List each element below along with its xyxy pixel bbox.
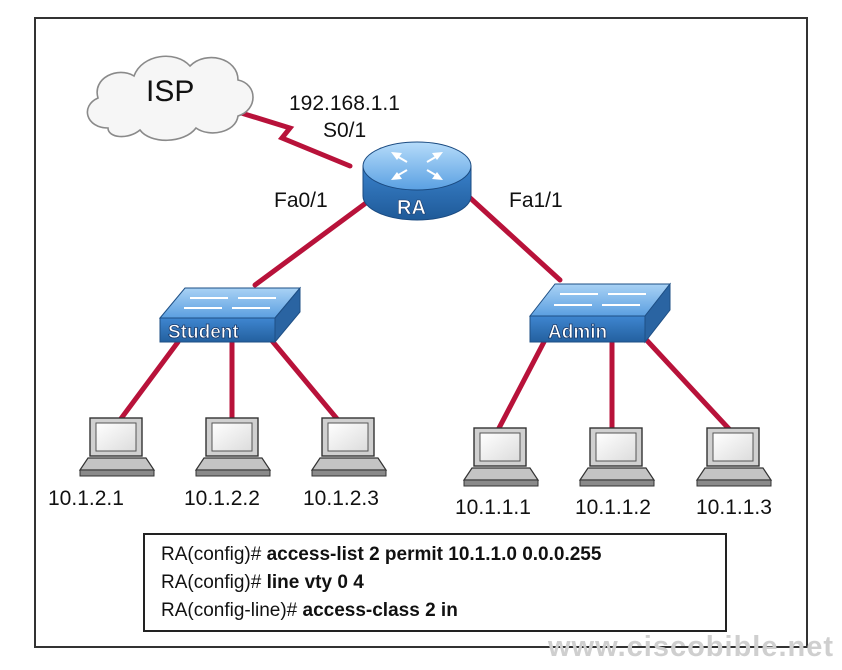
switch-admin-label: Admin	[548, 322, 607, 343]
router-ra: RA	[362, 141, 472, 221]
link-admin-host3	[637, 330, 733, 433]
interface-left-label: Fa0/1	[274, 189, 328, 212]
computer-icon	[462, 427, 540, 487]
isp-label: ISP	[146, 75, 194, 108]
host-pc: 10.1.1.3	[695, 427, 773, 519]
link-ra-student	[252, 197, 373, 288]
switch-student-label: Student	[168, 322, 239, 343]
links	[117, 109, 733, 433]
command-prompt: RA(config-line)#	[161, 600, 298, 621]
host-pc: 10.1.2.3	[303, 417, 388, 510]
serial-link	[235, 109, 353, 169]
host-ip-label: 10.1.2.2	[184, 487, 260, 510]
computer-icon	[695, 427, 773, 487]
command-text: line vty 0 4	[261, 572, 364, 593]
host-ip-label: 10.1.1.2	[575, 496, 651, 519]
hosts: 10.1.2.1 10.1.2.2 10.1.2.3 10.1.1.1 10.1.1.2…	[48, 417, 773, 519]
host-ip-label: 10.1.1.1	[455, 496, 531, 519]
link-ra-admin	[465, 193, 563, 283]
link-admin-host1	[495, 337, 548, 433]
isp-cloud: ISP	[86, 55, 254, 141]
computer-icon	[310, 417, 388, 477]
switch-admin: Admin	[528, 282, 672, 344]
command-line: RA(config)# access-list 2 permit 10.1.1.…	[161, 541, 725, 569]
switch-student: Student	[158, 286, 302, 343]
host-ip-label: 10.1.2.3	[303, 487, 379, 510]
host-pc: 10.1.2.2	[184, 417, 272, 510]
router-arrows-icon	[391, 152, 443, 180]
command-text: access-class 2 in	[297, 600, 458, 621]
interface-right-label: Fa1/1	[509, 189, 563, 212]
command-prompt: RA(config)#	[161, 544, 262, 565]
link-student-host1	[117, 339, 181, 423]
host-pc: 10.1.1.2	[575, 427, 656, 519]
command-line: RA(config)# line vty 0 4	[161, 569, 725, 597]
host-ip-label: 10.1.1.3	[696, 496, 772, 519]
switch-arrows-icon	[554, 293, 646, 306]
link-student-host3	[265, 333, 341, 423]
command-prompt: RA(config)#	[161, 572, 262, 593]
computer-icon	[578, 427, 656, 487]
host-pc: 10.1.2.1	[48, 417, 156, 510]
switch-arrows-icon	[184, 297, 276, 309]
serial-ip-label: 192.168.1.1	[289, 92, 400, 115]
host-ip-label: 10.1.2.1	[48, 487, 124, 510]
command-line: RA(config-line)# access-class 2 in	[161, 597, 725, 625]
computer-icon	[194, 417, 272, 477]
cloud-icon	[86, 55, 254, 141]
serial-interface-label: S0/1	[323, 119, 366, 142]
command-text: access-list 2 permit 10.1.1.0 0.0.0.255	[261, 544, 602, 565]
watermark: www.ciscobible.net	[548, 631, 835, 663]
host-pc: 10.1.1.1	[455, 427, 540, 519]
router-label: RA	[397, 197, 426, 219]
command-box: RA(config)# access-list 2 permit 10.1.1.…	[143, 533, 727, 632]
computer-icon	[78, 417, 156, 477]
